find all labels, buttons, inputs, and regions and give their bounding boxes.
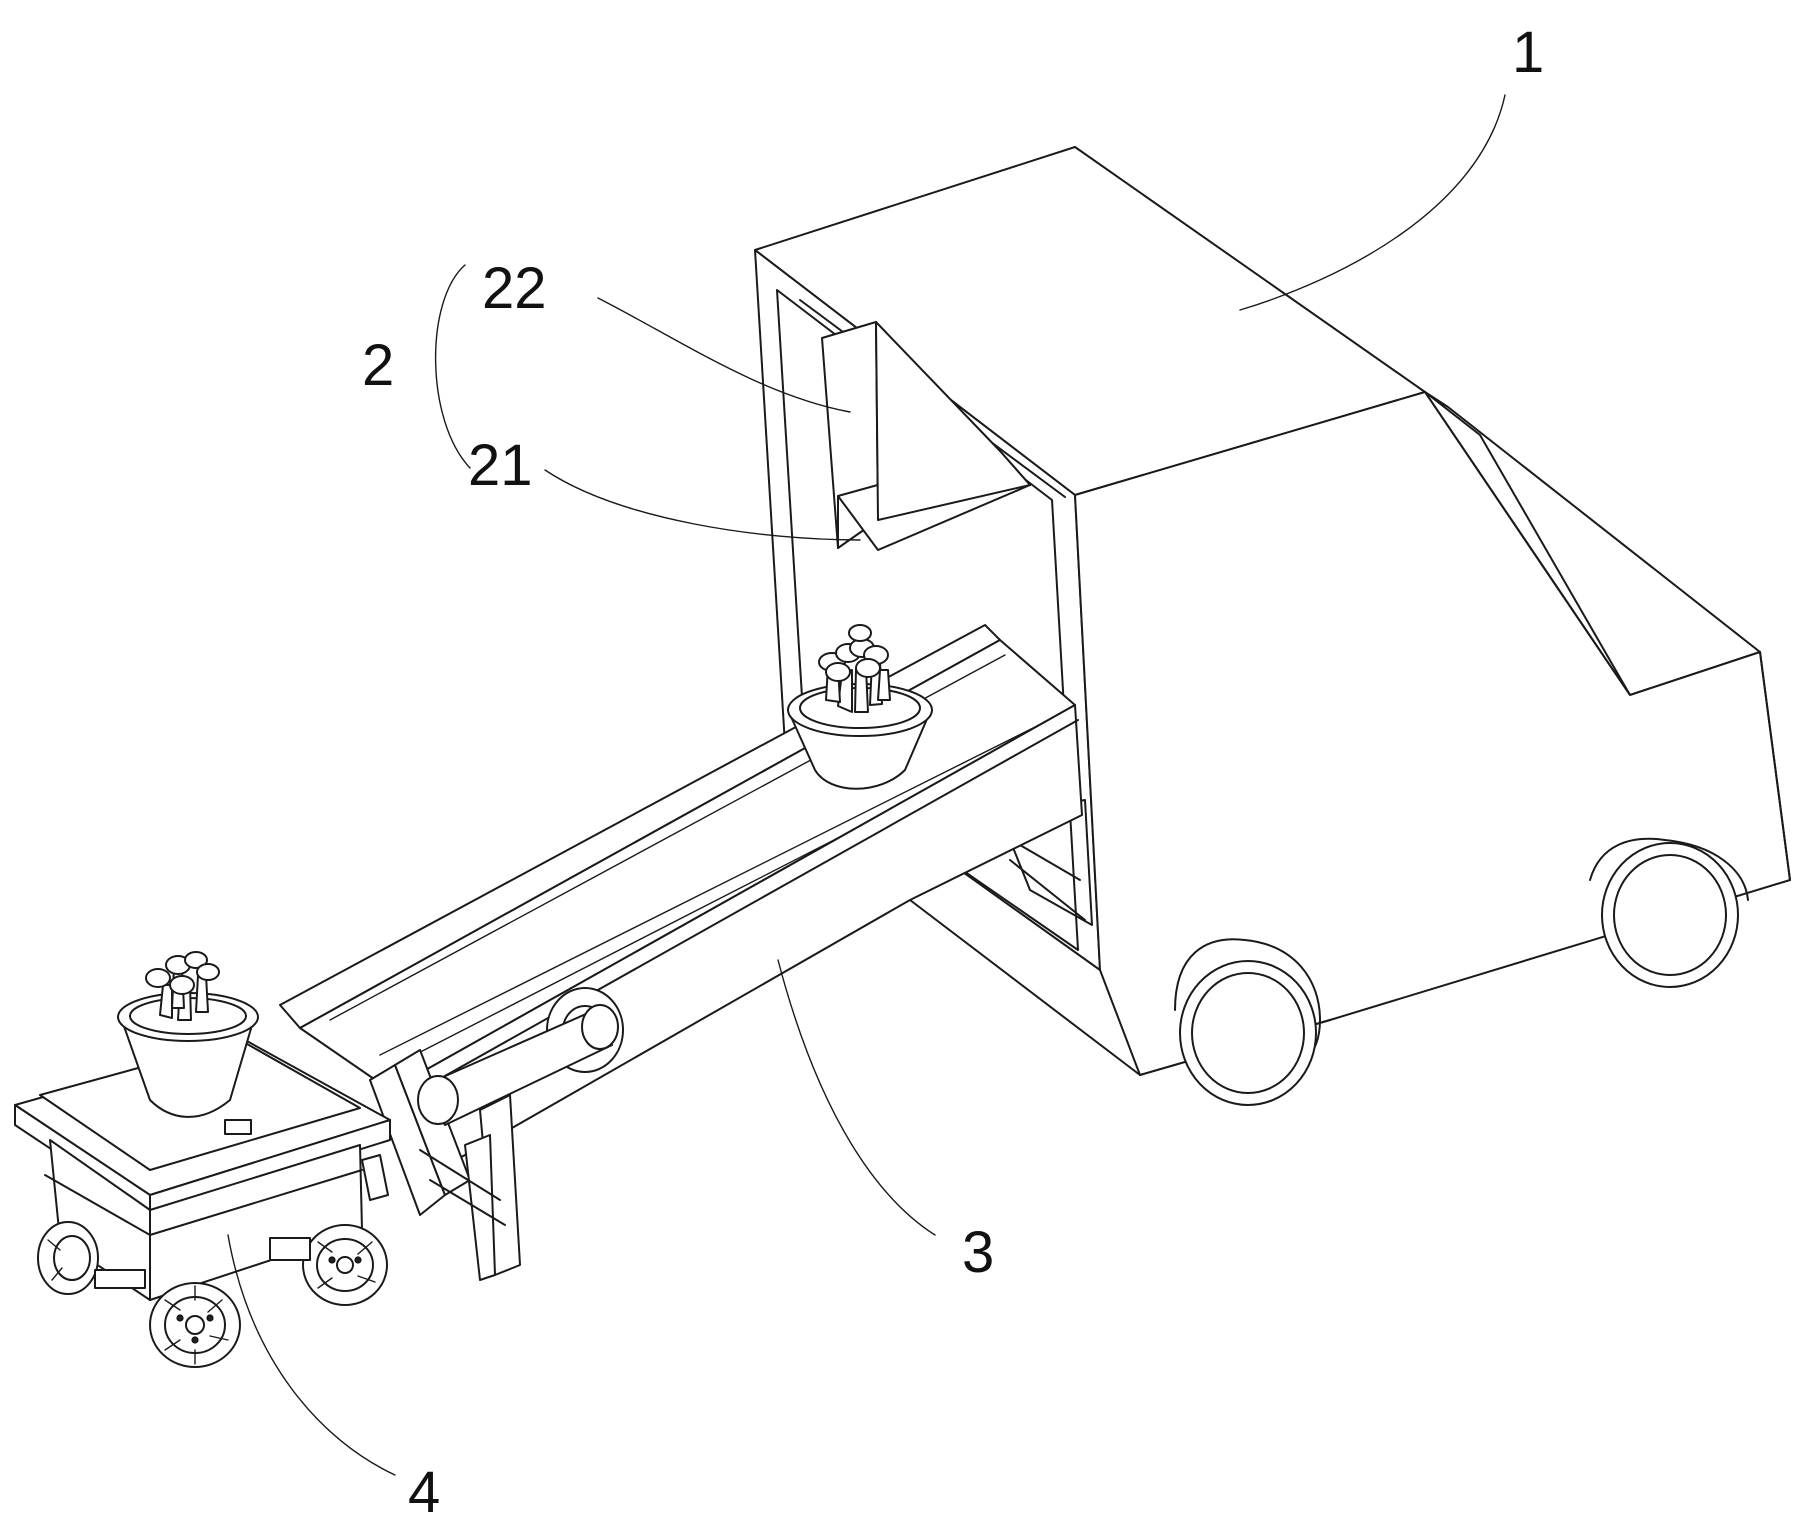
- label-cart: 4: [408, 1460, 440, 1523]
- label-module-part-a: 22: [482, 256, 547, 321]
- label-truck: 1: [1512, 20, 1544, 85]
- cart-wheel-front-right: [269, 1224, 388, 1306]
- truck-front-wheel: [1174, 938, 1321, 1106]
- bowl-on-conveyor: [787, 624, 933, 790]
- truck-body: [754, 146, 1791, 1076]
- leader-1: [1239, 94, 1506, 311]
- bowl-on-cart: [117, 951, 259, 1118]
- leader-21: [544, 469, 861, 541]
- leader-3: [777, 959, 936, 1236]
- cart-wheel-front-left: [149, 1282, 241, 1368]
- label-module-part-b: 21: [468, 433, 533, 498]
- label-module: 2: [362, 333, 394, 398]
- leader-2-bracket: [434, 264, 471, 469]
- label-conveyor: 3: [962, 1220, 994, 1285]
- leader-22: [597, 297, 851, 413]
- truck-rear-wheel: [1589, 837, 1749, 988]
- leader-lines: [227, 94, 1506, 1476]
- conveyor: [279, 624, 1083, 1281]
- cart-wheel-rear-left: [37, 1221, 146, 1295]
- cart: [14, 1039, 391, 1301]
- leader-4: [227, 1234, 396, 1476]
